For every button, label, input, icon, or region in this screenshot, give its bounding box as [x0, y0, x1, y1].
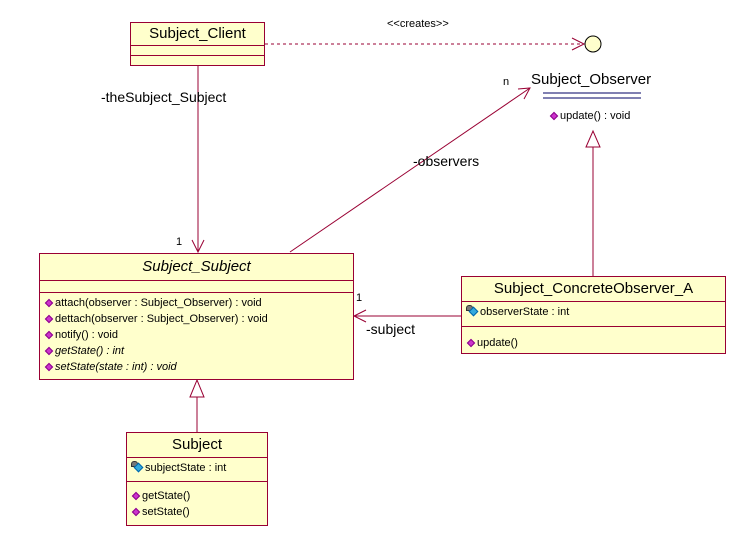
operation-row: setState(state : int) : void — [44, 359, 353, 375]
observers-role-label: -observers — [413, 153, 480, 169]
attribute-row: subjectState : int — [131, 460, 267, 476]
attributes-section — [40, 281, 353, 293]
operations-section — [131, 56, 264, 66]
operation-row: dettach(observer : Subject_Observer) : v… — [44, 311, 353, 327]
class-subject-concrete-observer-a[interactable]: Subject_ConcreteObserver_A observerState… — [461, 276, 726, 354]
attributes-section — [131, 46, 264, 56]
operation-icon — [44, 298, 54, 307]
multiplicity-label: 1 — [356, 292, 363, 304]
operation-icon — [466, 338, 476, 347]
operation-icon — [131, 507, 141, 516]
observers-association-line — [289, 87, 531, 253]
private-attribute-icon — [131, 461, 144, 473]
operation-icon — [44, 314, 54, 323]
attribute-row: observerState : int — [466, 304, 725, 320]
operation-row: setState() — [131, 504, 267, 520]
operation-row: getState() — [131, 488, 267, 504]
class-name: Subject_Client — [131, 23, 264, 46]
interface-lollipop — [584, 35, 602, 53]
subject-association-arrowhead — [352, 309, 367, 323]
operation-row: getState() : int — [44, 343, 353, 359]
subject-generalization-arrowhead — [189, 378, 205, 398]
operations-section: update() — [462, 327, 725, 353]
multiplicity-label: n — [503, 76, 510, 88]
multiplicity-label: 1 — [176, 236, 183, 248]
operation-icon — [44, 330, 54, 339]
attributes-section: subjectState : int — [127, 458, 267, 482]
operation-row: notify() : void — [44, 327, 353, 343]
interface-operation: update() : void — [549, 110, 630, 122]
operation-icon — [44, 346, 54, 355]
class-name: Subject_ConcreteObserver_A — [462, 277, 725, 302]
interface-subject-observer-name[interactable]: Subject_Observer — [531, 71, 652, 88]
operation-icon — [44, 362, 54, 371]
observers-arrowhead — [517, 87, 531, 100]
operation-row: attach(observer : Subject_Observer) : vo… — [44, 295, 353, 311]
the-subject-role-label: -theSubject_Subject — [101, 89, 227, 105]
the-subject-arrowhead — [191, 239, 205, 254]
operation-icon — [549, 111, 559, 120]
operation-icon — [131, 491, 141, 500]
class-name: Subject — [127, 433, 267, 458]
attributes-section: observerState : int — [462, 302, 725, 327]
observer-generalization-arrowhead — [585, 129, 601, 148]
operations-section: getState() setState() — [127, 482, 267, 522]
operation-row: update() — [466, 335, 725, 351]
creates-stereotype-label: <<creates>> — [387, 18, 449, 30]
class-subject-client[interactable]: Subject_Client — [130, 22, 265, 66]
subject-role-label: -subject — [366, 321, 416, 337]
operations-section: attach(observer : Subject_Observer) : vo… — [40, 293, 353, 377]
class-subject-subject[interactable]: Subject_Subject attach(observer : Subjec… — [39, 253, 354, 380]
class-name: Subject_Subject — [40, 254, 353, 281]
private-attribute-icon — [466, 305, 479, 317]
class-subject[interactable]: Subject subjectState : int getState() se… — [126, 432, 268, 526]
creates-arrowhead — [571, 37, 586, 51]
